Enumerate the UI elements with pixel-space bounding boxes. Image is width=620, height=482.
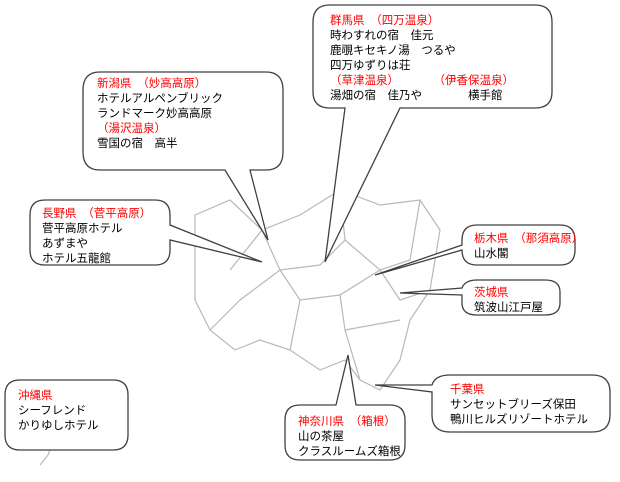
area-label: （草津温泉） bbox=[330, 73, 394, 87]
hotel-name: 四万ゆずりは荘 bbox=[330, 58, 411, 72]
area-label: （箱根） bbox=[355, 414, 396, 428]
hotel-name: サンセットブリーズ保田 bbox=[450, 397, 576, 411]
area-label: （伊香保温泉） bbox=[439, 73, 514, 87]
pref-label: 長野県 bbox=[42, 206, 77, 220]
area-label: （四万温泉） bbox=[376, 13, 440, 27]
callout-chiba: 千葉県 サンセットブリーズ保田 鴨川ヒルズリゾートホテル bbox=[442, 378, 596, 431]
callout-ibaraki: 茨城県 筑波山江戸屋 bbox=[466, 281, 551, 319]
hotel-name: ランドマーク妙高高原 bbox=[97, 106, 212, 120]
callout-niigata: 新潟県 （妙高高原） ホテルアルペンブリック ランドマーク妙高高原 （湯沢温泉）… bbox=[89, 72, 231, 155]
hotel-name: 山水閣 bbox=[474, 246, 509, 260]
area-label: （那須高原） bbox=[520, 231, 584, 245]
pref-label: 茨城県 bbox=[474, 285, 509, 299]
hotel-name: シーフレンド bbox=[18, 403, 87, 417]
callout-kanagawa: 神奈川県 （箱根） 山の茶屋 クラスルームズ箱根 bbox=[290, 410, 409, 463]
hotel-name: ホテル五龍館 bbox=[42, 251, 111, 265]
callout-nagano: 長野県 （菅平高原） 菅平高原ホテル あずまや ホテル五龍館 bbox=[34, 202, 159, 270]
hotel-name: ホテルアルペンブリック bbox=[97, 91, 224, 105]
pref-label: 群馬県 bbox=[330, 13, 365, 27]
hotel-name: 鹿覗キセキノ湯 つるや bbox=[330, 43, 456, 57]
pref-label: 新潟県 bbox=[97, 76, 132, 90]
hotel-name: 山の茶屋 bbox=[298, 429, 344, 443]
callout-okinawa: 沖縄県 シーフレンド かりゆしホテル bbox=[10, 384, 107, 437]
callout-gunma: 群馬県 （四万温泉） 時わすれの宿 佳元 鹿覗キセキノ湯 つるや 四万ゆずりは荘… bbox=[322, 9, 522, 107]
hotel-name: かりゆしホテル bbox=[18, 418, 99, 432]
hotel-name: 菅平高原ホテル bbox=[42, 221, 123, 235]
callout-tochigi: 栃木県 （那須高原） 山水閣 bbox=[466, 227, 591, 265]
hotel-name: 鴨川ヒルズリゾートホテル bbox=[450, 412, 588, 426]
pref-label: 沖縄県 bbox=[18, 388, 53, 402]
area-label: （菅平高原） bbox=[88, 206, 152, 220]
hotel-name: 筑波山江戸屋 bbox=[474, 300, 543, 314]
hotel-name: クラスルームズ箱根 bbox=[298, 444, 401, 458]
hotel-name: 時わすれの宿 佳元 bbox=[330, 28, 434, 42]
hotel-name: 湯畑の宿 佳乃や bbox=[330, 88, 422, 102]
hotel-name: 雪国の宿 高半 bbox=[97, 136, 178, 150]
pref-label: 栃木県 bbox=[474, 231, 509, 245]
pref-label: 千葉県 bbox=[450, 382, 485, 396]
hotel-name: あずまや bbox=[42, 236, 88, 250]
area-label: （妙高高原） bbox=[143, 76, 207, 90]
prefecture-outlines bbox=[39, 189, 441, 466]
callout-shapes bbox=[4, 4, 611, 461]
area-label: （湯沢温泉） bbox=[97, 121, 166, 135]
hotel-name: 横手館 bbox=[468, 88, 503, 102]
pref-label: 神奈川県 bbox=[298, 414, 344, 428]
